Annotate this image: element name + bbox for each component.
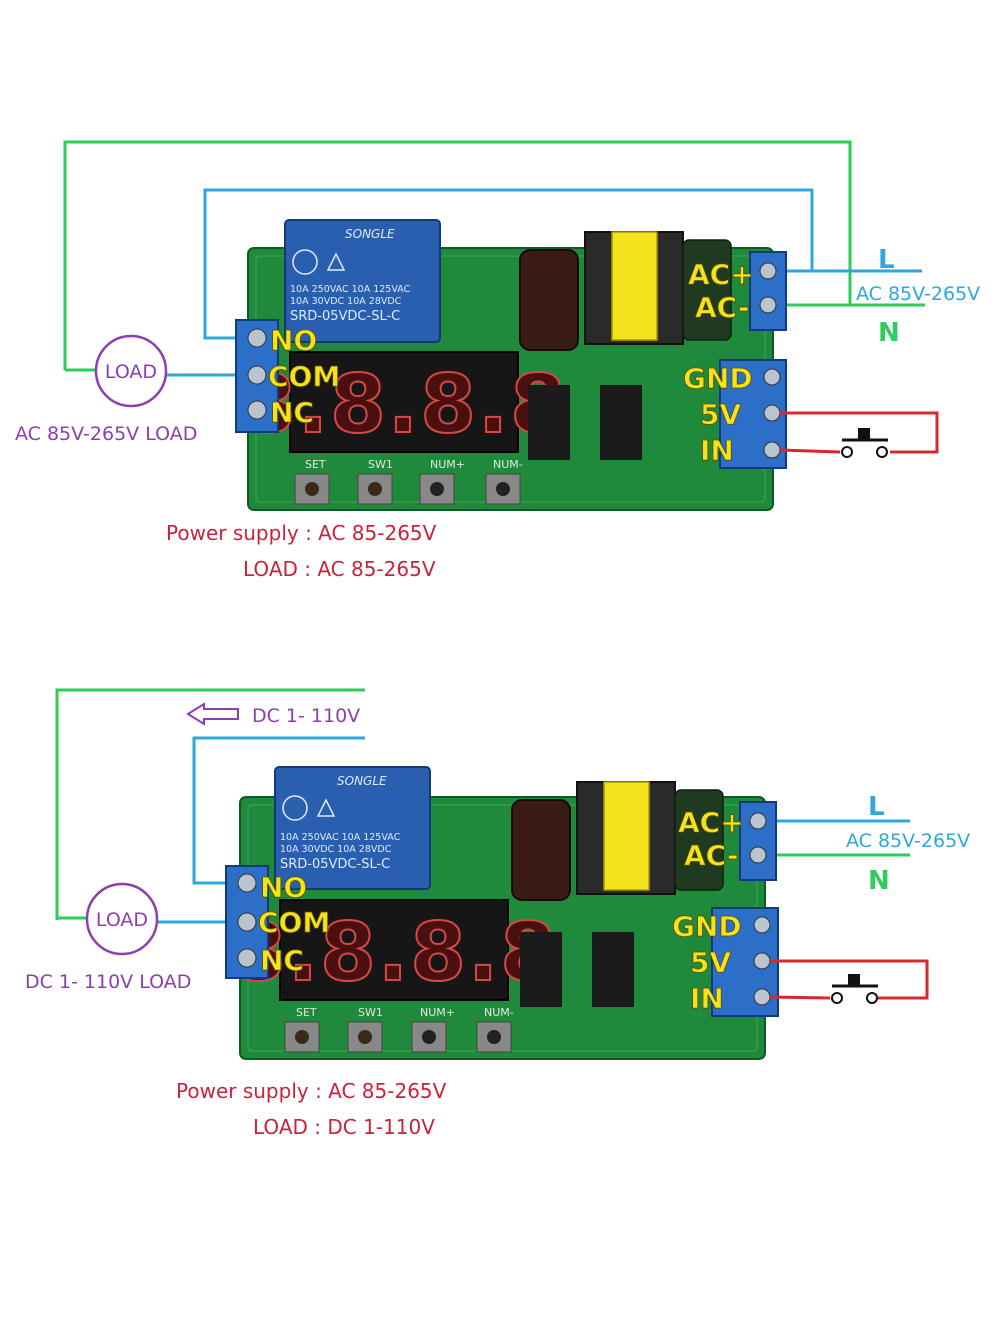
pin-gnd: GND — [683, 362, 753, 395]
button-label-numminus: NUM- — [484, 1006, 514, 1019]
button-label-sw1: SW1 — [358, 1006, 383, 1019]
pin-in: IN — [700, 434, 734, 467]
load-circle — [94, 334, 168, 408]
green-wire-outer — [55, 688, 365, 920]
push-switch-icon — [831, 974, 878, 1004]
panel-1: LOAD AC 85V-265V LOAD SONGLE 10A 250VAC … — [15, 140, 980, 581]
warning-icon — [326, 252, 346, 271]
left-arrow-icon — [186, 702, 239, 726]
neutral-label: N — [868, 866, 890, 896]
button-label-numplus: NUM+ — [430, 458, 465, 471]
pin-nc: NC — [260, 944, 304, 977]
display-digits: 8.8.8.8 — [240, 358, 568, 451]
display-digits: 8.8.8.8 — [230, 906, 558, 999]
relay-brand: SONGLE — [345, 227, 395, 241]
red-wire-switch — [780, 411, 939, 454]
power-supply-text: Power supply : AC 85-265V — [176, 1079, 447, 1103]
ic-chip-2 — [600, 385, 642, 460]
led-display — [289, 351, 519, 453]
ic-chip-1 — [520, 932, 562, 1007]
relay-model: SRD-05VDC-SL-C — [280, 857, 390, 872]
pin-acplus: AC+ — [688, 258, 754, 291]
warning-icon — [316, 798, 336, 817]
source-label: AC 85V-265V LOAD — [15, 423, 197, 445]
pin-in: IN — [690, 982, 724, 1015]
blue-wire-inner — [192, 736, 365, 885]
load-text: LOAD : AC 85-265V — [243, 557, 436, 581]
pin-gnd: GND — [672, 910, 742, 943]
ic-chip-2 — [592, 932, 634, 1007]
pin-com: COM — [258, 906, 330, 939]
button-label-sw1: SW1 — [368, 458, 393, 471]
pin-acminus: AC- — [695, 291, 749, 324]
pin-no: NO — [270, 324, 317, 357]
blue-wire-inner — [203, 188, 922, 340]
panel-2: DC 1- 110V LOAD DC 1- 110V LOAD SONGLE 1… — [25, 688, 970, 1139]
cqc-icon — [292, 249, 318, 275]
cqc-icon — [282, 795, 308, 821]
source-arrow-label: DC 1- 110V — [252, 705, 360, 727]
load-label: LOAD — [96, 909, 148, 931]
button-label-set: SET — [305, 458, 326, 471]
relay — [284, 219, 441, 343]
relay — [274, 766, 431, 890]
relay-brand: SONGLE — [337, 774, 387, 788]
relay-rating-2: 10A 30VDC 10A 28VDC — [280, 844, 392, 855]
button-label-numminus: NUM- — [493, 458, 523, 471]
supply-range: AC 85V-265V — [846, 830, 970, 852]
pcb-buttons — [294, 473, 521, 505]
pin-acplus: AC+ — [678, 806, 744, 839]
green-wire-outer — [63, 140, 925, 370]
relay-rating-2: 10A 30VDC 10A 28VDC — [290, 296, 402, 307]
line-label: L — [868, 792, 885, 822]
pin-no: NO — [260, 871, 307, 904]
power-supply-text: Power supply : AC 85-265V — [166, 521, 437, 545]
pin-5v: 5V — [700, 398, 741, 431]
load-text: LOAD : DC 1-110V — [253, 1115, 435, 1139]
neutral-label: N — [878, 318, 900, 348]
pin-acminus: AC- — [684, 839, 738, 872]
pin-5v: 5V — [690, 946, 731, 979]
pcb-buttons — [284, 1021, 512, 1053]
line-label: L — [878, 245, 895, 275]
pin-com: COM — [268, 360, 340, 393]
push-switch-icon — [841, 428, 888, 458]
led-display — [279, 899, 509, 1001]
supply-range: AC 85V-265V — [856, 283, 980, 305]
relay-rating-1: 10A 250VAC 10A 125VAC — [290, 284, 411, 295]
button-label-numplus: NUM+ — [420, 1006, 455, 1019]
red-wire-switch — [770, 959, 929, 1000]
ic-chip-1 — [528, 385, 570, 460]
load-circle — [85, 882, 159, 956]
button-label-set: SET — [296, 1006, 317, 1019]
pin-nc: NC — [270, 396, 314, 429]
capacitor — [519, 249, 579, 351]
relay-rating-1: 10A 250VAC 10A 125VAC — [280, 832, 401, 843]
relay-model: SRD-05VDC-SL-C — [290, 309, 400, 324]
source-label: DC 1- 110V LOAD — [25, 971, 191, 993]
capacitor — [511, 799, 571, 901]
load-label: LOAD — [105, 361, 157, 383]
